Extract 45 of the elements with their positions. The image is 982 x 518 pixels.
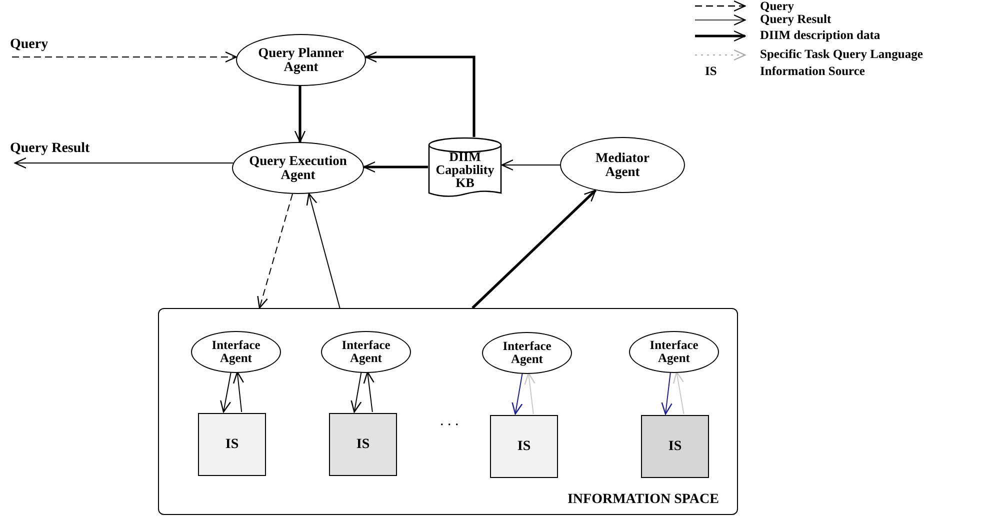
flow-label: Query	[10, 34, 62, 52]
arrow	[524, 372, 536, 414]
legend-key-label: IS	[705, 65, 717, 78]
arrow	[672, 371, 684, 414]
node-label: IS	[225, 436, 239, 454]
arrow	[363, 371, 374, 412]
node-label: Interface Agent	[502, 340, 552, 366]
legend-text: Specific Task Query Language	[760, 48, 923, 60]
node-label: IS	[356, 436, 370, 454]
source-box	[641, 415, 709, 478]
source-box	[329, 413, 397, 476]
node-label: Interface Agent	[210, 338, 262, 366]
arrow	[14, 157, 234, 169]
arrow	[232, 371, 244, 412]
source-box	[198, 413, 266, 476]
arrow	[220, 371, 232, 413]
node-label: Query Execution Agent	[248, 154, 348, 182]
arrow	[363, 161, 428, 173]
arrow	[472, 189, 596, 309]
dashed-arrow	[12, 51, 237, 63]
arrow	[350, 371, 362, 413]
source-box	[490, 415, 558, 478]
node-label: Query Planner Agent	[257, 46, 345, 74]
legend-text: Query Result	[760, 13, 832, 26]
arrow	[365, 51, 476, 137]
arrow	[306, 193, 340, 308]
database-cylinder	[428, 137, 502, 197]
node-label: Mediator Agent	[594, 150, 650, 180]
flow-label: Query Result	[10, 138, 110, 156]
node-label: Interface Agent	[340, 338, 392, 366]
node-label: INFORMATION SPACE	[567, 491, 719, 509]
node-label: IS	[517, 438, 531, 456]
dashed-arrow	[257, 193, 293, 309]
node-label: DIIM Capability KB	[434, 150, 496, 188]
arrow	[512, 372, 523, 415]
arrow	[501, 159, 560, 171]
arrow	[661, 372, 672, 415]
node-label: IS	[668, 438, 682, 456]
ellipsis-label: . . .	[440, 414, 459, 429]
legend-text: DIIM description data	[760, 29, 880, 42]
node-label: Interface Agent	[648, 338, 700, 366]
legend-key-label: Information Source	[760, 65, 865, 78]
arrow	[294, 86, 306, 143]
space-container	[158, 308, 738, 515]
legend-text: Query	[760, 0, 794, 12]
